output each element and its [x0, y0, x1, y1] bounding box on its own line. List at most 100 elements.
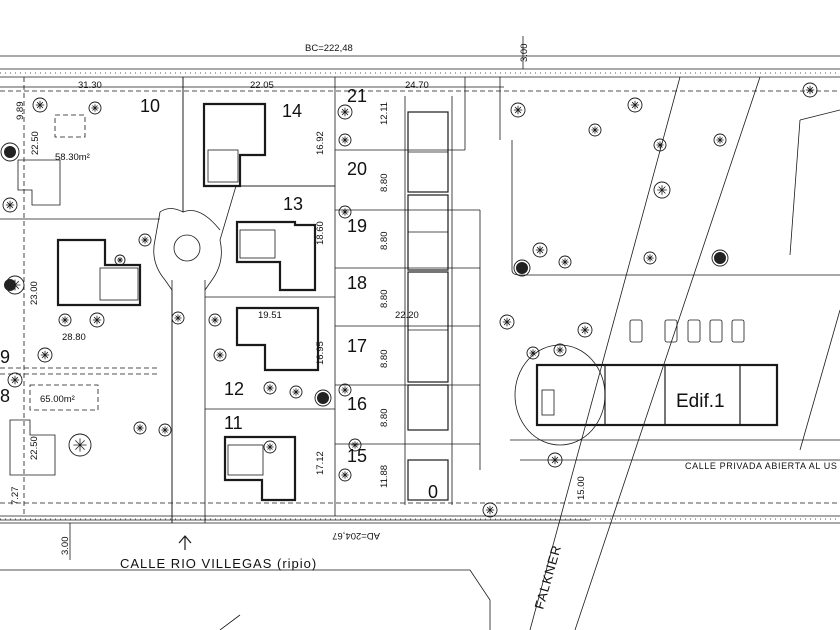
tree-star-icon — [502, 317, 512, 327]
street-rio-villegas: CALLE RIO VILLEGAS (ripio) — [120, 556, 317, 571]
dim-lot14-side: 16.92 — [315, 131, 326, 155]
area-labels: 58.30m² 65.00m² — [40, 152, 90, 405]
tree-symbol-icon — [558, 255, 572, 269]
lot-16: 16 — [347, 394, 367, 414]
dim-lot21-width: 24.70 — [405, 80, 429, 91]
tree-symbol-icon — [653, 181, 671, 199]
lot-lines-left — [0, 77, 206, 523]
dim-lot8-bottom: 7.27 — [10, 487, 21, 506]
tree-star-icon — [657, 185, 667, 195]
tree-star-icon — [266, 384, 274, 392]
tree-star-icon — [174, 314, 182, 322]
tree-symbol-icon — [32, 97, 48, 113]
tree-star-icon — [535, 245, 545, 255]
tree-star-icon — [136, 424, 144, 432]
dim-mid-width: 22.20 — [395, 310, 419, 321]
tree-symbol-icon — [532, 242, 548, 258]
lot-10: 10 — [140, 96, 160, 116]
lot-14: 14 — [282, 101, 302, 121]
tree-star-icon — [92, 315, 102, 325]
tree-symbols — [0, 82, 818, 518]
dim-lot10-inner: 22.50 — [30, 131, 41, 155]
tree-symbol-icon — [653, 138, 667, 152]
lot-9: 9 — [0, 347, 10, 367]
tree-symbol-icon — [338, 383, 352, 397]
dim-row17: 8.80 — [379, 350, 390, 369]
tree-star-icon — [580, 325, 590, 335]
dim-lot12-width: 19.51 — [258, 310, 282, 321]
dim-lot14-width: 22.05 — [250, 80, 274, 91]
access-road — [153, 77, 335, 523]
dim-ad: AD=204,67 — [332, 530, 380, 541]
tree-symbol-icon — [171, 311, 185, 325]
tree-symbol-icon — [643, 251, 657, 265]
tree-star-icon — [211, 316, 219, 324]
house-lot9 — [56, 238, 142, 307]
houses — [9, 102, 320, 502]
dim-lot10-width: 31.30 — [78, 80, 102, 91]
tree-dense-icon — [317, 392, 329, 404]
house-lot8 — [9, 419, 56, 476]
dim-lot13-side: 18.60 — [315, 221, 326, 245]
tree-symbol-icon — [88, 101, 102, 115]
tree-symbol-icon — [289, 385, 303, 399]
tree-symbol-icon — [68, 433, 92, 457]
dimension-labels: BC=222,48 3.00 31.30 22.05 24.70 9.89 22… — [10, 43, 587, 555]
tree-symbol-icon — [213, 348, 227, 362]
dim-private-road: 15.00 — [576, 476, 587, 500]
tree-dense-icon — [516, 262, 528, 274]
lot-12: 12 — [224, 379, 244, 399]
lot-13: 13 — [283, 194, 303, 214]
tree-symbol-icon — [0, 142, 20, 162]
tree-star-icon — [161, 426, 169, 434]
tree-symbol-icon — [263, 381, 277, 395]
tree-symbol-icon — [526, 346, 540, 360]
tree-star-icon — [40, 350, 50, 360]
tree-symbol-icon — [588, 123, 602, 137]
lot-20: 20 — [347, 159, 367, 179]
tree-symbol-icon — [158, 423, 172, 437]
tree-symbol-icon — [138, 233, 152, 247]
tree-symbol-icon — [547, 452, 563, 468]
dim-lot8-side: 22.50 — [29, 436, 40, 460]
house-lot10 — [17, 159, 61, 206]
edif1-building — [535, 363, 779, 427]
lot-11: 11 — [224, 413, 243, 433]
tree-symbol-icon — [7, 372, 23, 388]
house-lot14 — [202, 102, 267, 188]
tree-symbol-icon — [338, 133, 352, 147]
tree-star-icon — [805, 85, 815, 95]
building-area — [510, 109, 840, 461]
lot-15: 15 — [347, 446, 367, 466]
tree-symbol-icon — [711, 249, 729, 267]
tree-star-icon — [341, 471, 349, 479]
building-label: Edif.1 — [676, 391, 725, 412]
property-boundary — [0, 68, 840, 524]
lot-8: 8 — [0, 386, 10, 406]
tree-symbol-icon — [263, 440, 277, 454]
tree-symbol-icon — [114, 254, 126, 266]
dim-lot11-side: 17.12 — [315, 451, 326, 475]
dim-lot21-side: 12.11 — [379, 102, 390, 125]
tree-star-icon — [292, 388, 300, 396]
tree-symbol-icon — [553, 343, 567, 357]
tree-symbol-icon — [338, 468, 352, 482]
dim-row19: 8.80 — [379, 232, 390, 251]
tree-star-icon — [266, 443, 274, 451]
tree-symbol-icon — [713, 133, 727, 147]
house-lot12 — [235, 306, 320, 372]
dim-bottom-offset: 3.00 — [60, 537, 71, 556]
street-falkner: FALKNER — [531, 543, 564, 611]
arrow-up-icon — [178, 535, 192, 550]
dim-lot9-width: 28.80 — [62, 332, 86, 343]
dim-row15: 11.88 — [379, 465, 390, 488]
tree-star-icon — [117, 257, 123, 263]
tree-symbol-icon — [208, 313, 222, 327]
tree-symbol-icon — [337, 104, 353, 120]
tree-star-icon — [550, 455, 560, 465]
tree-star-icon — [716, 136, 724, 144]
dim-bc: BC=222,48 — [305, 43, 353, 54]
tree-star-icon — [340, 107, 350, 117]
dim-row20: 8.80 — [379, 174, 390, 193]
